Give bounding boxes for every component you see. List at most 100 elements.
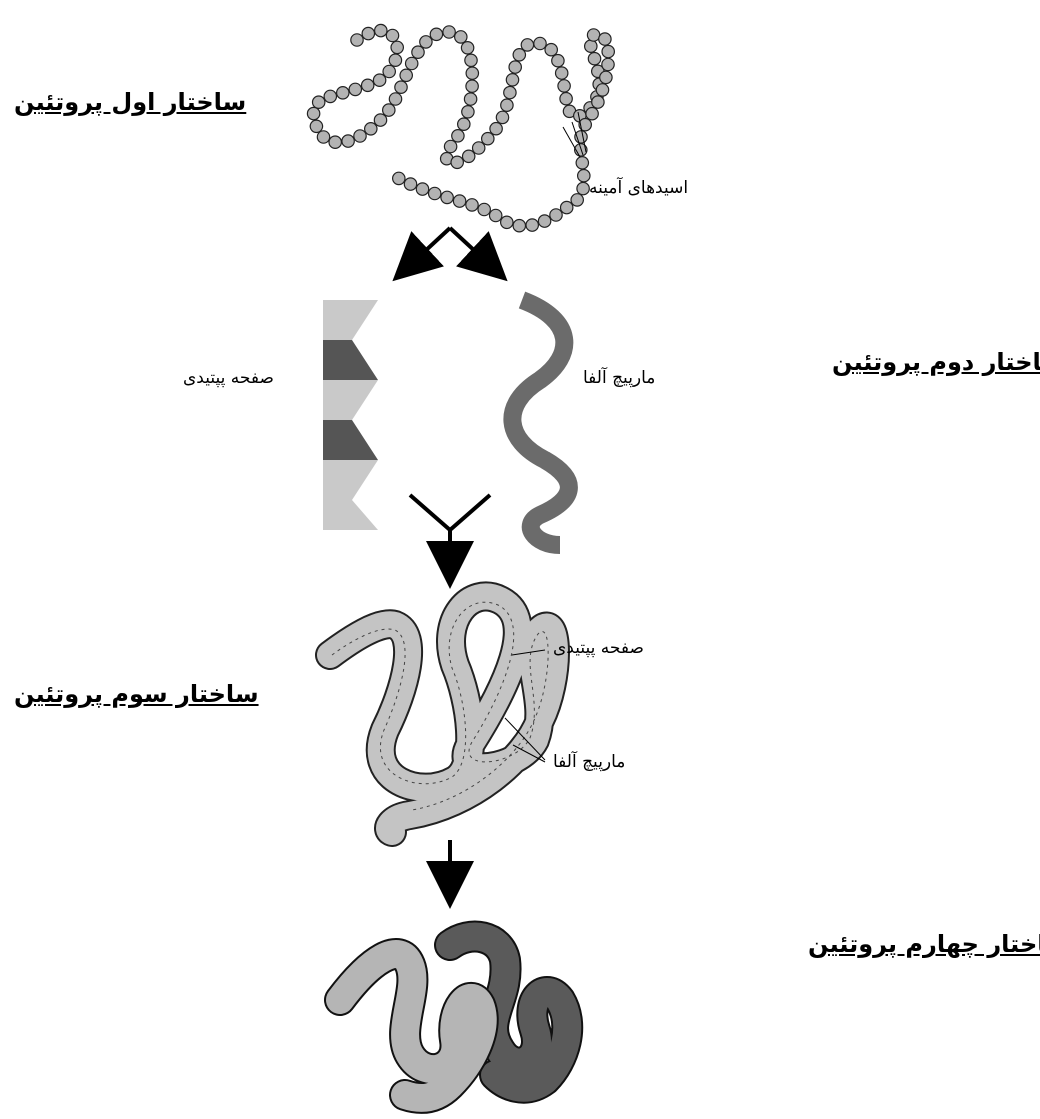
amino-acid-bead	[513, 220, 525, 232]
amino-acid-bead	[420, 36, 432, 48]
amino-acid-bead	[602, 45, 614, 57]
amino-acid-bead	[461, 42, 473, 54]
tertiary-beta-sheet-label: صفحه پپتیدی	[553, 638, 644, 658]
amino-acid-bead	[443, 26, 455, 38]
amino-acid-bead	[354, 130, 366, 142]
amino-acid-bead	[453, 195, 465, 207]
quaternary-structure-shape	[340, 937, 567, 1098]
primary-structure-heading: ساختار اول پروتئین	[14, 88, 246, 116]
amino-acid-bead	[504, 86, 516, 98]
amino-acid-bead	[550, 209, 562, 221]
amino-acid-bead	[393, 172, 405, 184]
beta-sheet-label: صفحه پپتیدی	[183, 368, 274, 388]
amino-acid-bead	[521, 39, 533, 51]
amino-acid-bead	[560, 93, 572, 105]
amino-acid-bead	[383, 65, 395, 77]
amino-acid-bead	[406, 57, 418, 69]
amino-acid-bead	[362, 27, 374, 39]
quaternary-structure-heading: ساختار چهارم پروتئین	[808, 930, 1040, 958]
amino-acid-bead	[586, 108, 598, 120]
amino-acid-bead	[365, 123, 377, 135]
amino-acid-bead	[478, 203, 490, 215]
amino-acid-bead	[473, 142, 485, 154]
amino-acid-bead	[307, 107, 319, 119]
amino-acid-bead	[585, 40, 597, 52]
amino-acid-bead	[313, 96, 325, 108]
amino-acid-bead	[506, 74, 518, 86]
amino-acid-bead	[455, 31, 467, 43]
secondary-structure-heading: ساختار دوم پروتئین	[832, 348, 1040, 376]
amino-acid-bead	[501, 216, 513, 228]
amino-acid-bead	[556, 67, 568, 79]
amino-acid-bead	[558, 80, 570, 92]
amino-acid-bead	[596, 84, 608, 96]
amino-acid-beads	[307, 24, 614, 232]
amino-acid-bead	[538, 215, 550, 227]
amino-acid-bead	[317, 131, 329, 143]
amino-acid-bead	[463, 150, 475, 162]
amino-acid-bead	[395, 81, 407, 93]
amino-acid-bead	[561, 201, 573, 213]
amino-acids-label: اسیدهای آمینه	[589, 178, 688, 198]
amino-acid-bead	[386, 29, 398, 41]
amino-acid-bead	[373, 74, 385, 86]
amino-acid-bead	[329, 136, 341, 148]
amino-acid-bead	[458, 118, 470, 130]
merge-arrow	[410, 495, 490, 565]
amino-acid-bead	[389, 93, 401, 105]
amino-acid-bead	[496, 111, 508, 123]
amino-acid-bead	[429, 187, 441, 199]
amino-acid-bead	[490, 123, 502, 135]
amino-acid-bead	[465, 54, 477, 66]
amino-acid-bead	[577, 182, 589, 194]
amino-acid-bead	[462, 106, 474, 118]
amino-acid-bead	[452, 130, 464, 142]
amino-acid-bead	[404, 178, 416, 190]
tertiary-structure-heading: ساختار سوم پروتئین	[14, 680, 259, 708]
amino-acid-bead	[310, 120, 322, 132]
amino-acid-bead	[464, 93, 476, 105]
amino-acid-bead	[430, 28, 442, 40]
alpha-helix-shape	[512, 300, 569, 545]
amino-acid-bead	[509, 61, 521, 73]
amino-acid-bead	[588, 53, 600, 65]
amino-acid-bead	[441, 191, 453, 203]
amino-acid-bead	[375, 24, 387, 36]
amino-acid-bead	[362, 79, 374, 91]
amino-acid-bead	[351, 34, 363, 46]
amino-acid-bead	[337, 87, 349, 99]
amino-acid-bead	[342, 135, 354, 147]
amino-acid-bead	[389, 54, 401, 66]
alpha-helix-label: مارپیچ آلفا	[583, 368, 655, 388]
amino-acid-bead	[466, 67, 478, 79]
tertiary-alpha-helix-label: مارپیچ آلفا	[553, 752, 625, 772]
amino-acid-bead	[599, 33, 611, 45]
amino-acid-bead	[400, 69, 412, 81]
amino-acid-bead	[466, 199, 478, 211]
amino-acid-bead	[416, 183, 428, 195]
amino-acid-bead	[391, 41, 403, 53]
amino-acid-bead	[349, 83, 361, 95]
amino-acid-bead	[571, 194, 583, 206]
split-arrow	[410, 228, 490, 265]
amino-acid-bead	[545, 44, 557, 56]
amino-acid-bead	[552, 55, 564, 67]
amino-acid-bead	[324, 90, 336, 102]
amino-acid-bead	[466, 80, 478, 92]
amino-acid-bead	[534, 37, 546, 49]
beta-sheet-shape	[323, 300, 378, 530]
amino-acid-bead	[444, 140, 456, 152]
amino-acid-bead	[587, 29, 599, 41]
amino-acid-bead	[490, 209, 502, 221]
amino-acid-bead	[526, 219, 538, 231]
amino-acid-bead	[451, 156, 463, 168]
amino-acid-bead	[412, 46, 424, 58]
tertiary-structure-shape	[330, 596, 555, 832]
amino-acid-bead	[602, 58, 614, 70]
amino-acid-bead	[482, 133, 494, 145]
amino-acid-bead	[600, 71, 612, 83]
amino-acid-bead	[383, 104, 395, 116]
amino-acid-bead	[576, 157, 588, 169]
amino-acid-bead	[374, 114, 386, 126]
